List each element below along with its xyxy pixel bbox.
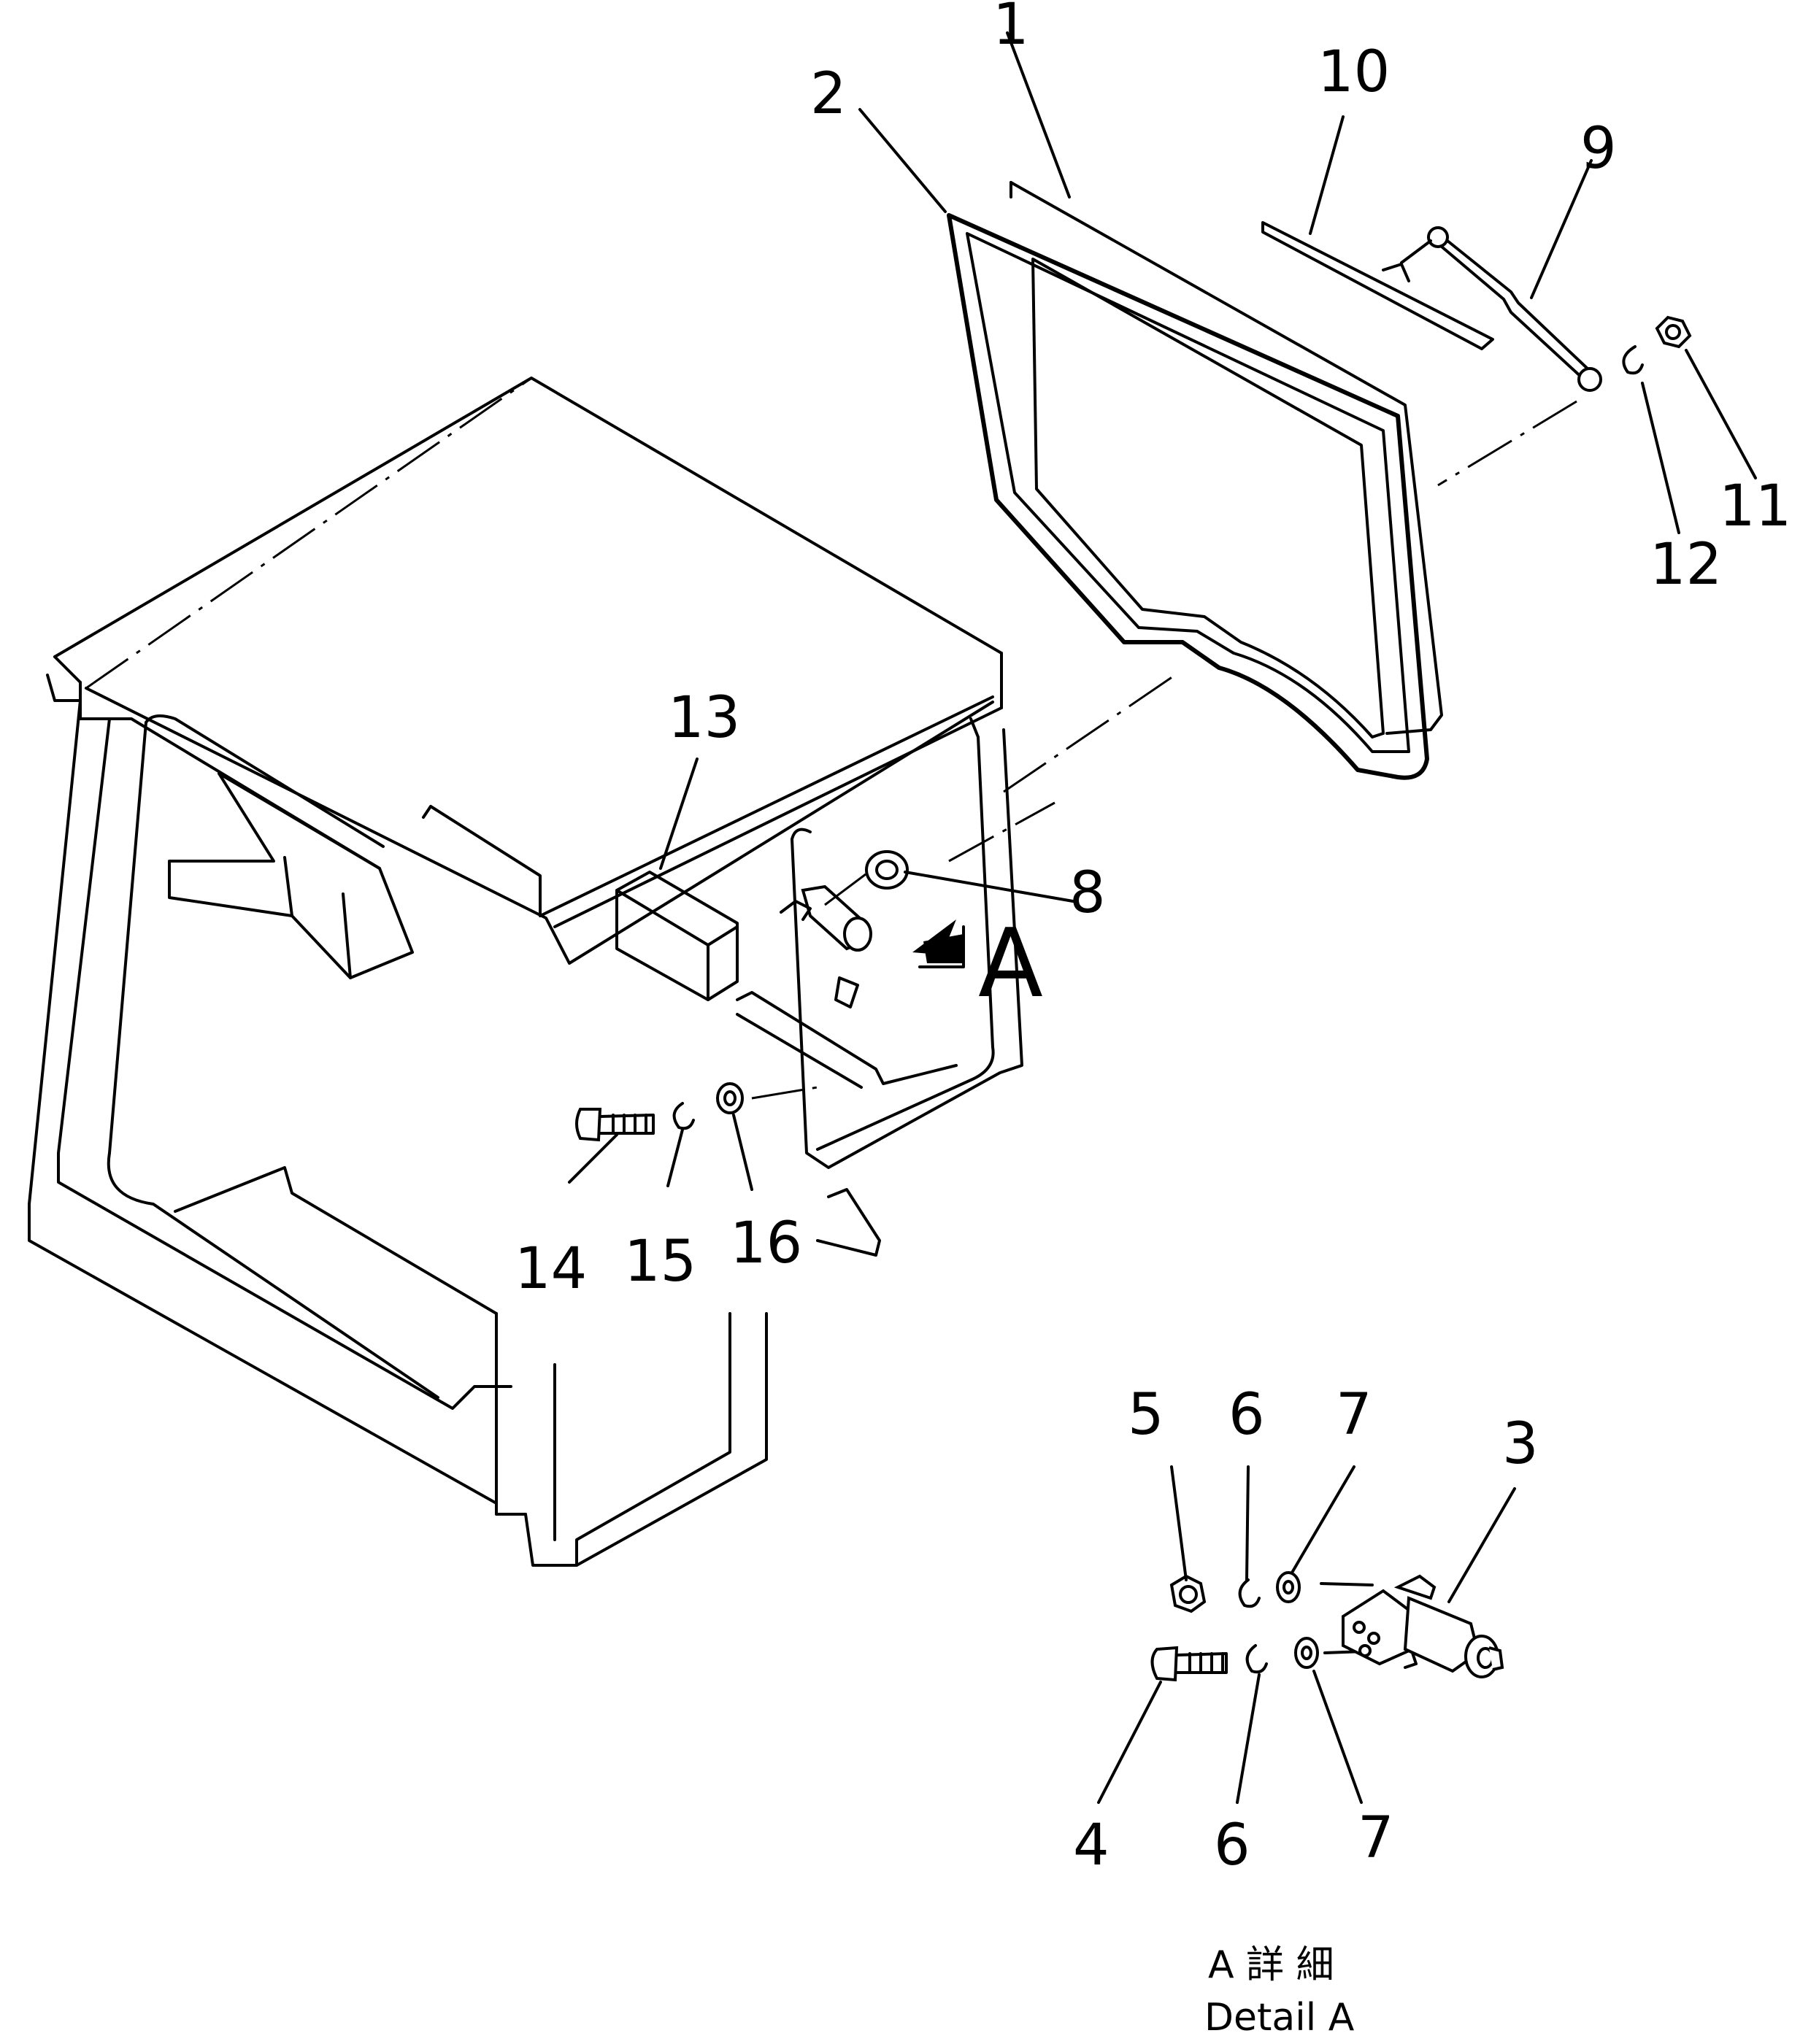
caption-japanese: A 詳 細 [1208,1943,1334,1987]
callout-11: 11 [1719,474,1791,539]
rear-glass-seal [947,213,1429,780]
caption-english: Detail A [1204,1996,1355,2040]
rear-glass [1010,181,1443,735]
callout-13: 13 [668,685,740,751]
grommet-8 [865,850,909,890]
callout-10: 10 [1318,39,1390,105]
callout-8: 8 [1069,860,1106,926]
callout-7-lower: 7 [1358,1805,1394,1871]
detail-a-bolt-4 [1150,1646,1228,1682]
callout-6-lower: 6 [1214,1813,1250,1878]
detail-a-lock-washer-6-lower [1245,1644,1268,1674]
detail-a-washer-7-upper [1276,1571,1301,1603]
wiper-arm [1400,226,1602,487]
leader-lines [568,31,1757,1804]
callout-5: 5 [1128,1382,1164,1448]
nut-11 [1655,315,1692,349]
callout-6-upper: 6 [1228,1382,1265,1448]
callout-9: 9 [1580,116,1617,182]
washer-16 [716,1082,744,1114]
wiper-motor-mount [780,871,872,952]
detail-a-washer-7-lower [1294,1637,1319,1669]
lock-washer-12 [1622,345,1644,375]
view-arrow-label: A [978,908,1043,1019]
cab-body [28,377,1176,1567]
callout-2: 2 [810,61,847,127]
detail-a-nut-5 [1169,1574,1207,1613]
detail-a-wiper-motor-3 [1320,1574,1504,1678]
callout-labels: 1 2 3 4 5 6 6 7 7 8 9 10 11 12 13 14 15 … [515,0,1791,1878]
bolt-14 [575,1108,655,1142]
callout-7-upper: 7 [1336,1382,1372,1448]
callout-15: 15 [624,1229,696,1295]
callout-14: 14 [515,1236,587,1302]
detail-caption: A 詳 細 Detail A [1204,1943,1355,2040]
callout-12: 12 [1650,532,1722,598]
callout-3: 3 [1502,1411,1539,1477]
callout-4: 4 [1073,1813,1110,1878]
wiper-blade [1261,221,1494,350]
lock-washer-15 [672,1102,695,1130]
detail-a-lock-washer-6-upper [1238,1578,1261,1608]
callout-1: 1 [993,0,1029,58]
callout-16: 16 [730,1211,802,1276]
view-arrow-a [912,919,965,968]
